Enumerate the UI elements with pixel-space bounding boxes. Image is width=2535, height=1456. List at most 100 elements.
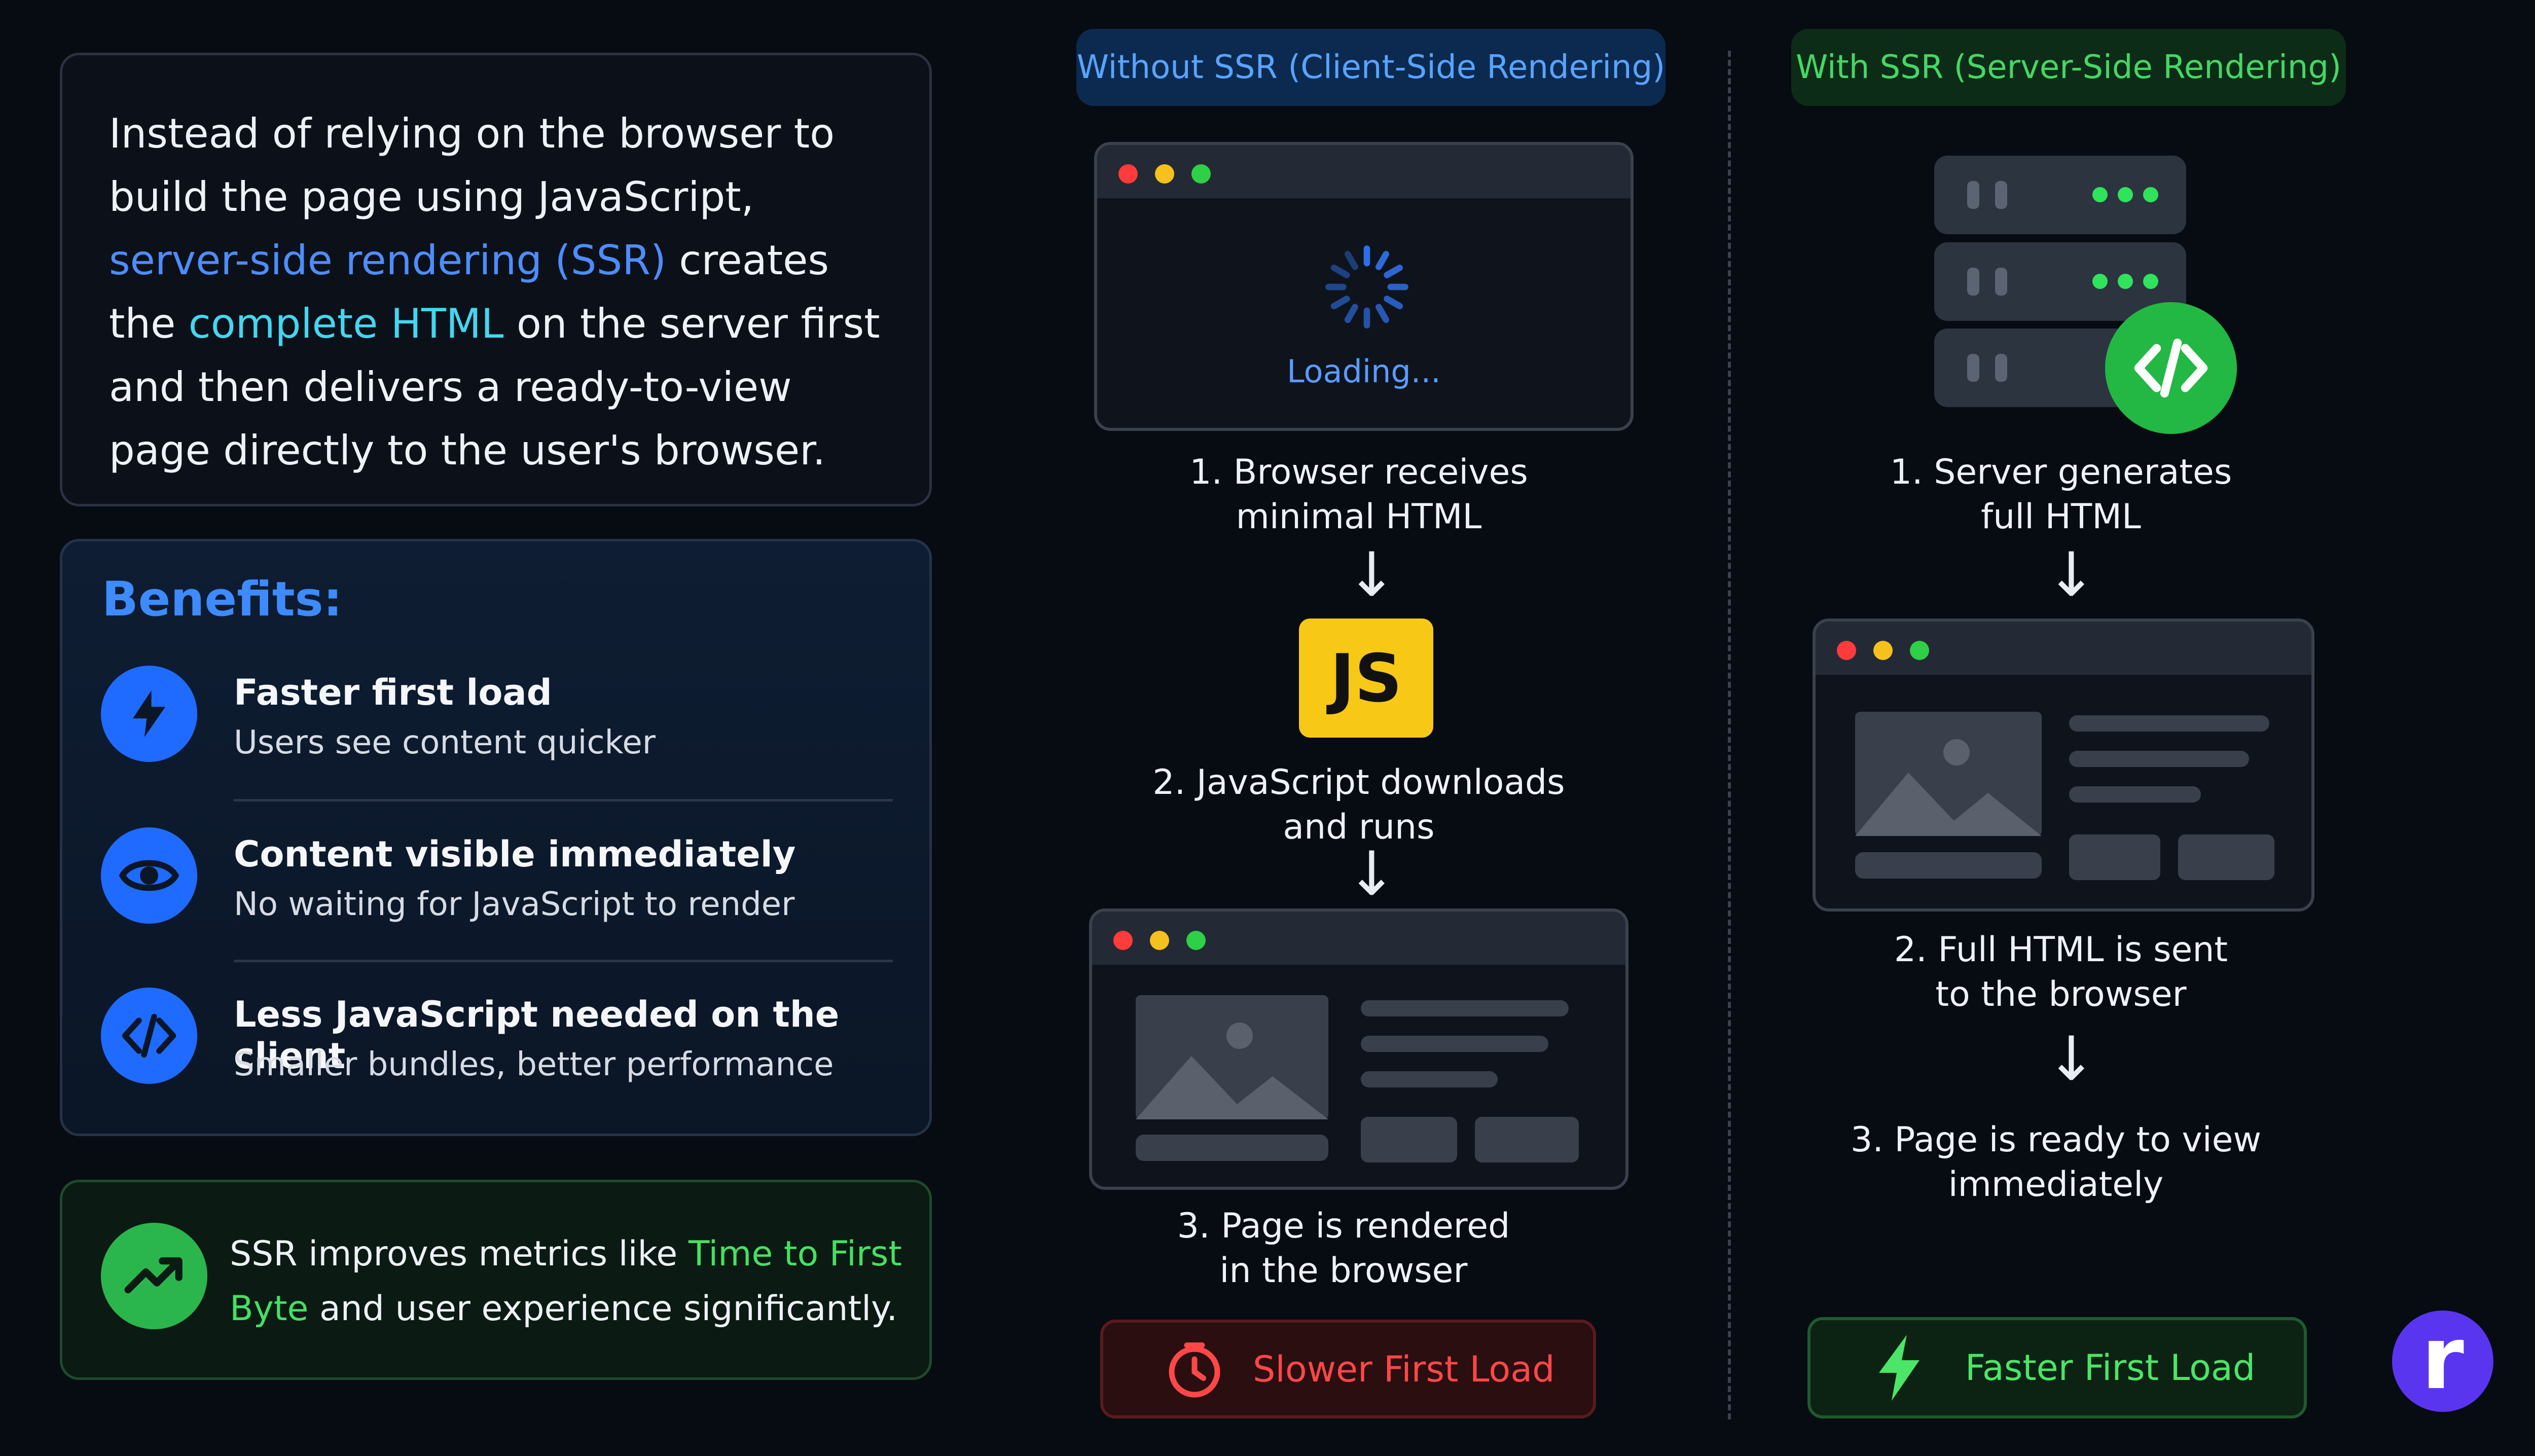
ssr-step1-line2: full HTML [1981, 497, 2141, 537]
text-placeholder [2069, 751, 2249, 767]
minimize-dot [1155, 164, 1174, 184]
text-placeholder [1855, 852, 2042, 879]
ssr-full-html-browser [1813, 618, 2314, 912]
text-placeholder [1361, 1071, 1498, 1087]
server-led [2118, 274, 2133, 289]
metric-text-part2: and user experience significantly. [308, 1289, 898, 1329]
js-badge: JS [1299, 618, 1433, 738]
image-placeholder-icon [1855, 712, 2042, 836]
intro-highlight-html: complete HTML [188, 300, 504, 347]
server-slot [1967, 181, 1979, 209]
close-dot [1113, 931, 1133, 950]
maximize-dot [1910, 641, 1929, 660]
code-icon [2105, 302, 2237, 434]
benefit-desc: Smaller bundles, better performance [234, 1046, 834, 1083]
benefit-divider [234, 799, 893, 802]
intro-card: Instead of relying on the browser to bui… [60, 53, 932, 506]
text-placeholder [2069, 715, 2269, 732]
ssr-step2-line1: 2. Full HTML is sent [1894, 930, 2228, 970]
ssr-step3-line2: immediately [1948, 1164, 2164, 1205]
benefit-title: Less JavaScript needed on the client [234, 994, 840, 1077]
intro-text-part2: creates the [109, 237, 829, 347]
server-unit [1934, 156, 2186, 234]
flow-arrow: ↓ [1346, 839, 1397, 909]
clock-icon [1169, 1342, 1220, 1397]
csr-step2-line1: 2. JavaScript downloads [1152, 762, 1565, 803]
intro-text-part1: Instead of relying on the browser to bui… [109, 110, 835, 221]
trend-up-icon [101, 1223, 207, 1329]
csr-step3-line2: in the browser [1219, 1251, 1468, 1291]
csr-step1-label: 1. Browser receives minimal HTML [1105, 450, 1612, 539]
block-placeholder [1361, 1117, 1457, 1162]
benefits-title: Benefits: [102, 572, 343, 627]
code-icon [101, 988, 197, 1084]
minimize-dot [1150, 931, 1169, 950]
metric-card: SSR improves metrics like Time to First … [60, 1180, 932, 1380]
server-slot [1967, 354, 1979, 382]
flow-arrow: ↓ [1346, 540, 1397, 610]
brand-logo: r [2392, 1311, 2493, 1412]
server-led [2143, 274, 2158, 289]
flow-arrow: ↓ [2046, 1024, 2097, 1095]
ssr-step2-line2: to the browser [1935, 974, 2187, 1014]
maximize-dot [1191, 164, 1211, 184]
benefit-item: Less JavaScript needed on the client Sma… [62, 988, 929, 1140]
csr-step3-line1: 3. Page is rendered [1177, 1206, 1510, 1246]
result-slow-first-load: Slower First Load [1100, 1320, 1596, 1418]
block-placeholder [1475, 1117, 1579, 1162]
ssr-step2-label: 2. Full HTML is sent to the browser [1807, 928, 2314, 1017]
ssr-step1-line1: 1. Server generates [1890, 452, 2232, 492]
csr-step2-line2: and runs [1283, 807, 1435, 847]
browser-titlebar [1092, 912, 1625, 965]
maximize-dot [1186, 931, 1206, 950]
lightning-icon [101, 666, 197, 762]
result-faster-first-load: Faster First Load [1807, 1317, 2307, 1418]
spinner-icon [1325, 245, 1408, 329]
loading-text: Loading... [1287, 353, 1441, 390]
server-slot [1995, 354, 2007, 382]
server-led [2092, 187, 2108, 202]
server-led [2143, 187, 2158, 202]
image-placeholder-icon [1136, 995, 1328, 1119]
ssr-step3-label: 3. Page is ready to view immediately [1802, 1118, 2309, 1207]
benefit-title: Content visible immediately [234, 833, 796, 875]
benefit-item: Content visible immediately No waiting f… [62, 827, 929, 979]
browser-titlebar [1097, 145, 1631, 198]
server-slot [1995, 268, 2007, 296]
metric-text-part1: SSR improves metrics like [230, 1234, 689, 1274]
intro-highlight-ssr: server-side rendering (SSR) [109, 237, 666, 284]
text-placeholder [2069, 786, 2201, 803]
text-placeholder [1361, 1000, 1569, 1016]
server-slot [1967, 268, 1979, 296]
text-placeholder [1361, 1036, 1548, 1052]
result-slow-label: Slower First Load [1253, 1348, 1555, 1390]
metric-text: SSR improves metrics like Time to First … [230, 1227, 929, 1336]
benefits-card: Benefits: Faster first load Users see co… [60, 539, 932, 1136]
csr-step2-label: 2. JavaScript downloads and runs [1105, 760, 1612, 850]
block-placeholder [2178, 834, 2274, 880]
benefit-title: Faster first load [234, 672, 552, 713]
csr-header: Without SSR (Client-Side Rendering) [1076, 29, 1665, 106]
csr-step1-line1: 1. Browser receives [1189, 452, 1528, 492]
csr-step1-line2: minimal HTML [1236, 497, 1482, 537]
close-dot [1837, 641, 1856, 660]
benefit-desc: Users see content quicker [234, 724, 656, 761]
server-led [2092, 274, 2108, 289]
csr-step3-label: 3. Page is rendered in the browser [1090, 1204, 1597, 1293]
eye-icon [101, 827, 197, 924]
benefit-desc: No waiting for JavaScript to render [234, 886, 795, 923]
benefit-divider [234, 960, 893, 962]
ssr-header: With SSR (Server-Side Rendering) [1791, 29, 2346, 106]
metric-highlight: Time to First Byte [230, 1234, 902, 1329]
csr-rendered-browser [1089, 908, 1628, 1190]
server-led [2118, 187, 2133, 202]
close-dot [1118, 164, 1138, 184]
intro-text-part3: on the server first and then delivers a … [109, 300, 880, 474]
lightning-icon [1879, 1335, 1920, 1401]
ssr-step1-label: 1. Server generates full HTML [1807, 450, 2314, 539]
result-fast-label: Faster First Load [1965, 1347, 2256, 1389]
browser-titlebar [1816, 622, 2311, 675]
text-placeholder [1136, 1135, 1328, 1161]
intro-text: Instead of relying on the browser to bui… [109, 102, 900, 482]
flow-arrow: ↓ [2046, 540, 2097, 610]
